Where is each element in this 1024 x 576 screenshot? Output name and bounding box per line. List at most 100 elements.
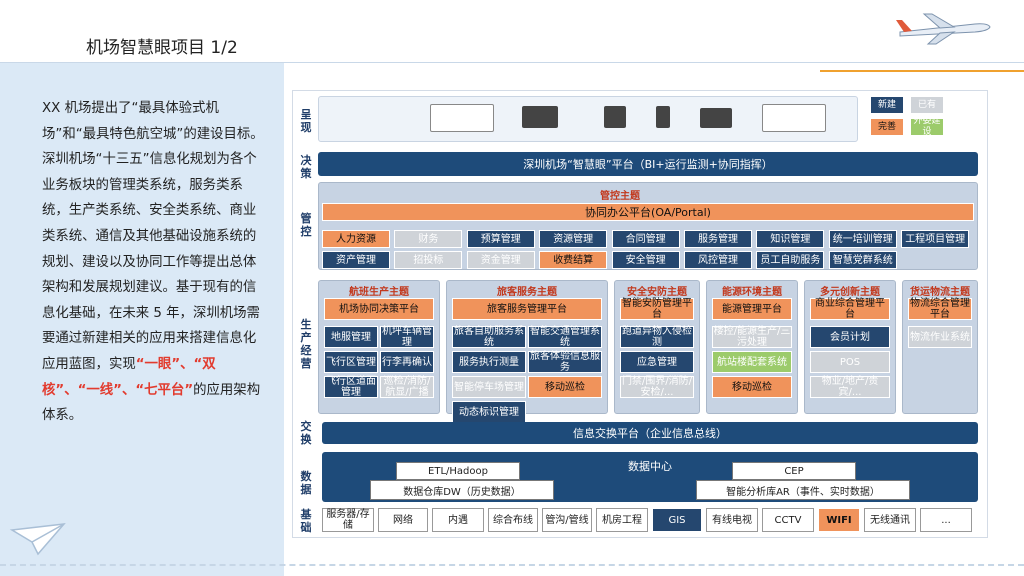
row-label-data: 数据 — [300, 470, 312, 496]
group-item: 旅客体验信息服务 — [528, 351, 602, 373]
control-item: 人力资源 — [322, 230, 390, 248]
base-item: 机房工程 — [596, 508, 648, 532]
control-item: 合同管理 — [611, 230, 680, 248]
control-item: 财务 — [394, 230, 463, 248]
group-title: 能源环境主题 — [722, 287, 782, 298]
group-title: 航班生产主题 — [349, 287, 409, 298]
base-item: 综合布线 — [488, 508, 538, 532]
group-platform: 机场协同决策平台 — [324, 298, 434, 320]
group-platform: 旅客服务管理平台 — [452, 298, 602, 320]
base-item: WIFI — [818, 508, 860, 532]
control-item: 统一培训管理 — [828, 230, 897, 248]
group-item: 飞行区道面管理 — [324, 376, 378, 398]
group-item: 机坪车辆管理 — [380, 326, 434, 348]
group-item: 物业/地产/贵宾/... — [810, 376, 890, 398]
group-item: 会员计划 — [810, 326, 890, 348]
control-item: 风控管理 — [684, 251, 752, 269]
group-platform: 智能安防管理平台 — [620, 298, 694, 320]
legend-new: 新建 — [870, 96, 904, 114]
group-item: 航站楼配套系统 — [712, 351, 792, 373]
group-item: 动态标识管理 — [452, 401, 526, 423]
control-item: 招投标 — [394, 251, 463, 269]
etl-box: ETL/Hadoop — [396, 462, 520, 480]
base-item: 网络 — [378, 508, 428, 532]
legend-existing: 已有 — [910, 96, 944, 114]
ar-box: 智能分析库AR（事件、实时数据） — [696, 480, 910, 500]
phone-icon — [656, 106, 670, 128]
row-label-base: 基础 — [300, 508, 312, 534]
tablet-icon — [604, 106, 626, 128]
airplane-icon — [896, 13, 991, 45]
group-item: 移动巡检 — [712, 376, 792, 398]
group-item: 飞行区管理 — [324, 351, 378, 373]
control-item: 智慧党群系统 — [828, 251, 897, 269]
page-title: 机场智慧眼项目 1/2 — [86, 38, 238, 58]
base-item: 有线电视 — [706, 508, 758, 532]
base-item: 内遇 — [432, 508, 484, 532]
bottom-dashed-line — [0, 564, 1024, 568]
dashboard-screen-icon — [430, 104, 494, 132]
description-p1: XX 机场提出了“最具体验式机场”和“最具特色航空城”的建设目标。深圳机场“十三… — [42, 101, 264, 372]
description-text: XX 机场提出了“最具体验式机场”和“最具特色航空城”的建设目标。深圳机场“十三… — [42, 96, 268, 429]
group-item: 移动巡检 — [528, 376, 602, 398]
cep-box: CEP — [732, 462, 856, 480]
description-highlight: “一眼”、“双核”、“一线”、“七平台” — [42, 356, 216, 398]
control-item: 安全管理 — [611, 251, 680, 269]
control-item: 收费结算 — [539, 251, 608, 269]
group-title: 旅客服务主题 — [497, 287, 557, 298]
group-item: 智能交通管理系统 — [528, 326, 602, 348]
base-item: 服务器/存储 — [322, 508, 374, 532]
control-item: 员工自助服务 — [756, 251, 825, 269]
group-item: 服务执行测量 — [452, 351, 526, 373]
control-item: 资源管理 — [539, 230, 608, 248]
report-screen-icon — [762, 104, 826, 132]
control-item: 资产管理 — [322, 251, 390, 269]
base-item: CCTV — [762, 508, 814, 532]
data-center-title: 数据中心 — [628, 460, 672, 473]
group-title: 货运物流主题 — [910, 287, 970, 298]
row-label-present: 呈现 — [300, 108, 312, 134]
group-item: 行李再确认 — [380, 351, 434, 373]
group-item: 巡检/消防/航显/广播 — [380, 376, 434, 398]
laptop-icon — [700, 108, 732, 128]
base-item: GIS — [652, 508, 702, 532]
control-item: 服务管理 — [684, 230, 752, 248]
paper-plane-icon — [9, 523, 66, 556]
dw-box: 数据仓库DW（历史数据） — [370, 480, 554, 500]
control-item: 预算管理 — [466, 230, 535, 248]
group-item: 地服管理 — [324, 326, 378, 348]
legend-improve: 完善 — [870, 118, 904, 136]
group-title: 多元创新主题 — [820, 287, 880, 298]
control-title: 管控主题 — [600, 191, 640, 202]
group-item: 门禁/围界/消防/安检/... — [620, 376, 694, 398]
header-divider — [0, 62, 1024, 63]
row-label-decision: 决策 — [300, 154, 312, 180]
accent-line — [820, 70, 1024, 72]
monitor-icon — [522, 106, 558, 128]
decision-bar: 深圳机场“智慧眼”平台（BI+运行监测+协同指挥） — [318, 152, 978, 176]
exchange-bar: 信息交换平台（企业信息总线） — [322, 422, 978, 444]
legend-outsourced: 外委建设 — [910, 116, 944, 137]
group-item: 旅客自助服务系统 — [452, 326, 526, 348]
group-item: 智能停车场管理 — [452, 376, 526, 398]
row-label-exchange: 交换 — [300, 420, 312, 446]
group-item: 楼控/能源生产/三污处理 — [712, 326, 792, 348]
base-item: 管沟/管线 — [542, 508, 592, 532]
group-platform: 能源管理平台 — [712, 298, 792, 320]
control-item: 知识管理 — [756, 230, 825, 248]
group-item: 跑道异物入侵检测 — [620, 326, 694, 348]
left-panel — [0, 62, 284, 576]
group-platform: 物流综合管理平台 — [908, 298, 972, 320]
base-item: 无线通讯 — [864, 508, 916, 532]
group-title: 安全安防主题 — [627, 287, 687, 298]
group-platform: 商业综合管理平台 — [810, 298, 890, 320]
description-p2: 的应用架构体系。 — [42, 382, 261, 424]
control-item: 资金管理 — [466, 251, 535, 269]
control-item: 工程项目管理 — [901, 230, 970, 248]
group-item: 物流作业系统 — [908, 326, 972, 348]
group-item: POS — [810, 351, 890, 373]
oa-platform: 协同办公平台(OA/Portal) — [322, 203, 974, 221]
base-item: ... — [920, 508, 972, 532]
row-label-production: 生产经营 — [300, 318, 312, 370]
